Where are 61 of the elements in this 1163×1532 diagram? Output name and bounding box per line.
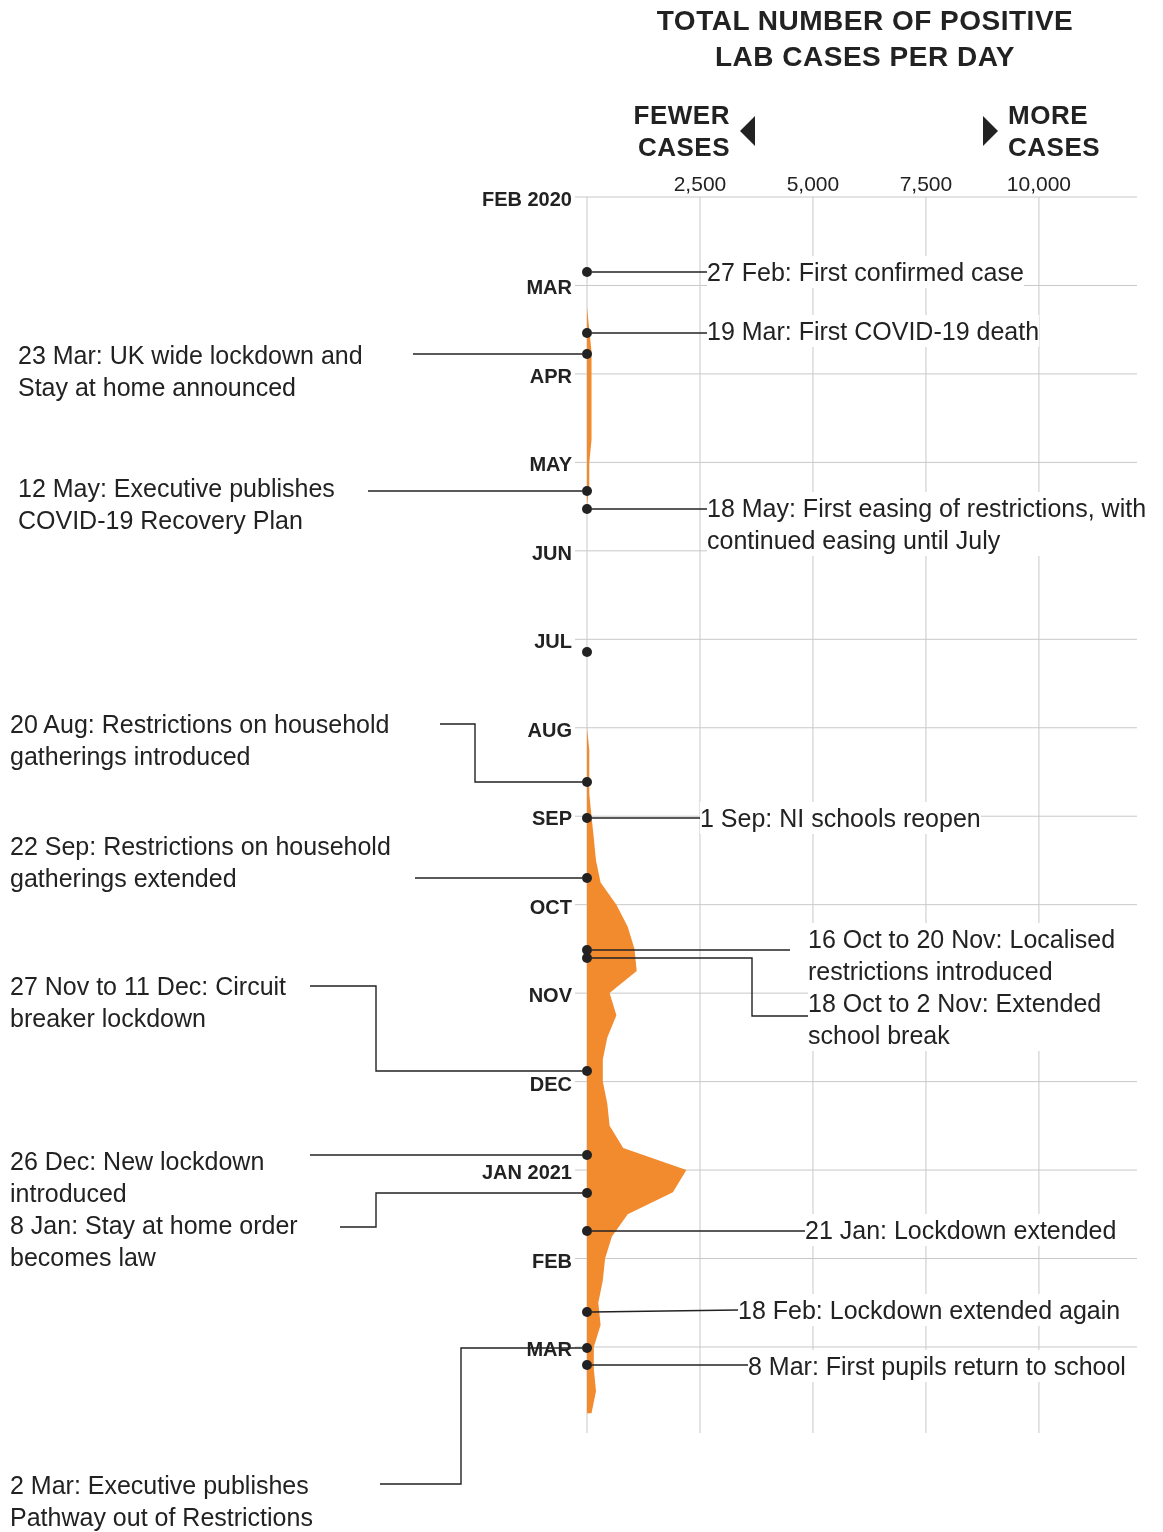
axis-label: JUL <box>534 630 572 653</box>
leader-line <box>309 985 583 1072</box>
axis-direction-label: FEWER CASES <box>632 99 730 163</box>
leader-line <box>367 490 583 492</box>
event-dot <box>582 504 592 514</box>
axis-label: DEC <box>529 1072 572 1095</box>
event-dot <box>582 1188 592 1198</box>
leader-line <box>591 1364 749 1366</box>
leader-line <box>379 1347 583 1485</box>
annotation-text: 27 Feb: First confirmed case <box>707 256 1024 288</box>
leader-line <box>309 1154 583 1156</box>
event-dot <box>582 1066 592 1076</box>
leader-line <box>591 949 791 951</box>
event-dot <box>582 1226 592 1236</box>
axis-label: NOV <box>528 984 572 1007</box>
event-dot <box>582 777 592 787</box>
axis-tick-label: 2,500 <box>673 172 727 195</box>
leader-line <box>591 332 708 334</box>
event-dot <box>582 813 592 823</box>
event-dot <box>582 873 592 883</box>
annotation-text: 1 Sep: NI schools reopen <box>700 802 981 834</box>
annotation-text: 21 Jan: Lockdown extended <box>805 1214 1117 1246</box>
axis-direction-label: MORE CASES <box>1008 99 1102 163</box>
event-dot <box>582 328 592 338</box>
axis-label: MAR <box>526 276 572 299</box>
event-dot <box>582 1343 592 1353</box>
annotation-text: 18 Feb: Lockdown extended again <box>738 1294 1121 1326</box>
leader-line <box>591 508 708 510</box>
event-dot <box>582 1307 592 1317</box>
event-dot <box>582 486 592 496</box>
axis-label: FEB <box>532 1249 572 1272</box>
axis-label: JAN 2021 <box>481 1161 572 1184</box>
axis-tick-label: 7,500 <box>899 172 953 195</box>
leader-line <box>591 1309 739 1313</box>
axis-tick-label: 5,000 <box>786 172 840 195</box>
event-dot <box>582 1150 592 1160</box>
leader-line <box>439 723 583 783</box>
chart-title: TOTAL NUMBER OF POSITIVE LAB CASES PER DAY <box>655 4 1075 74</box>
leader-line <box>412 353 583 355</box>
axis-label: APR <box>529 364 572 387</box>
leader-line <box>591 817 701 819</box>
event-dot <box>582 349 592 359</box>
event-dot <box>582 267 592 277</box>
axis-label: OCT <box>529 895 572 918</box>
annotation-text: 18 May: First easing of restrictions, with continued easing until July <box>707 492 1147 556</box>
leader-line <box>591 957 809 1017</box>
event-dot <box>582 953 592 963</box>
annotation-text: 8 Mar: First pupils return to school <box>748 1350 1126 1382</box>
leader-line <box>591 1230 806 1232</box>
event-dot <box>582 1360 592 1370</box>
axis-label: FEB 2020 <box>481 188 572 210</box>
leader-line <box>339 1192 583 1228</box>
leader-line <box>591 271 708 273</box>
axis-label: SEP <box>531 807 572 830</box>
axis-label: AUG <box>527 718 572 741</box>
axis-tick-label: 10,000 <box>1006 172 1072 195</box>
leader-line <box>414 877 583 879</box>
axis-label: JUN <box>532 541 572 564</box>
annotation-text: 19 Mar: First COVID-19 death <box>707 315 1040 347</box>
event-dot <box>582 945 592 955</box>
axis-label: MAY <box>529 453 572 476</box>
